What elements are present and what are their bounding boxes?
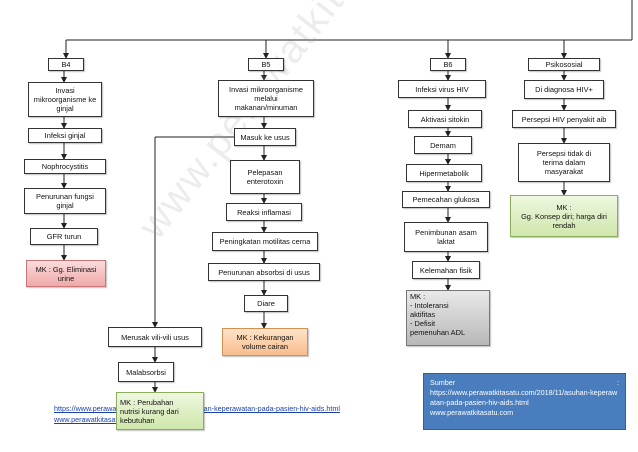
b5-mk-perubahan-nutrisi: MK : Perubahan nutrisi kurang dari kebut…: [116, 392, 204, 430]
b6-infeksi-hiv: Infeksi virus HIV: [398, 80, 486, 98]
b4-infeksi-ginjal: Infeksi ginjal: [28, 128, 102, 143]
source-box: Sumber : https://www.perawatkitasatu.com…: [423, 373, 626, 430]
b5-mk-kekurangan-cairan: MK : Kekurangan volume cairan: [222, 328, 308, 356]
source-link-site[interactable]: www.perawatkitasatu.com: [54, 415, 138, 424]
psiko-persepsi-tidak-diterima: Persepsi tidak di terima dalam masyaraka…: [518, 143, 610, 182]
b4-gfr-turun: GFR turun: [30, 228, 98, 245]
b5-reaksi-inflamasi: Reaksi inflamasi: [226, 203, 302, 221]
b4-nophrocystitis: Nophrocystitis: [24, 159, 106, 174]
b6-pemecahan-glukosa: Pemecahan glukosa: [402, 191, 490, 208]
b6-penimbunan-asam-laktat: Penimbunan asam laktat: [404, 222, 488, 252]
b5-malabsorbsi: Malabsorbsi: [118, 362, 174, 382]
psiko-mk-konsep-diri: MK : Gg. Konsep diri; harga diri rendah: [510, 195, 618, 237]
b6-mk-intoleransi: MK : - Intoleransi aktifitas - Defisit p…: [406, 290, 490, 346]
source-url: https://www.perawatkitasatu.com/2018/11/…: [430, 388, 618, 407]
b4-mk-eliminasi: MK : Gg. Eliminasi urine: [26, 260, 106, 287]
source-site: www.perawatkitasatu.com: [430, 408, 514, 417]
b4-invasi-ginjal: Invasi mikroorganisme ke ginjal: [28, 82, 102, 117]
b6-demam: Demam: [414, 136, 472, 154]
b5-peningkatan-motilitas: Peningkatan motilitas cerna: [212, 232, 318, 251]
b5-penurunan-absorbsi: Penurunan absorbsi di usus: [208, 263, 320, 281]
source-colon: :: [617, 378, 619, 387]
b4-penurunan-fungsi: Penurunan fungsi ginjal: [24, 188, 106, 214]
b5-pelepasan-enterotoxin: Pelepasan enterotoxin: [230, 160, 300, 194]
b5-masuk-usus: Masuk ke usus: [234, 128, 296, 146]
b5-merusak-vili: Merusak vili-vili usus: [108, 327, 202, 347]
header-psikososial: Psikososial: [528, 58, 600, 71]
b5-diare: Diare: [244, 295, 288, 312]
source-label: Sumber: [430, 378, 456, 387]
psiko-persepsi-aib: Persepsi HIV penyakit aib: [512, 110, 616, 128]
b5-invasi-makanan: Invasi mikroorganisme melalui makanan/mi…: [218, 80, 314, 117]
b6-kelemahan-fisik: Kelemahan fisik: [412, 261, 480, 279]
b6-hipermetabolik: Hipermetabolik: [406, 164, 482, 182]
header-b5: B5: [248, 58, 284, 71]
header-b6: B6: [430, 58, 466, 71]
psiko-diagnosa-hiv: Di diagnosa HIV+: [524, 80, 604, 99]
header-b4: B4: [48, 58, 84, 71]
b6-aktivasi-sitokin: Aktivasi sitokin: [408, 110, 482, 128]
